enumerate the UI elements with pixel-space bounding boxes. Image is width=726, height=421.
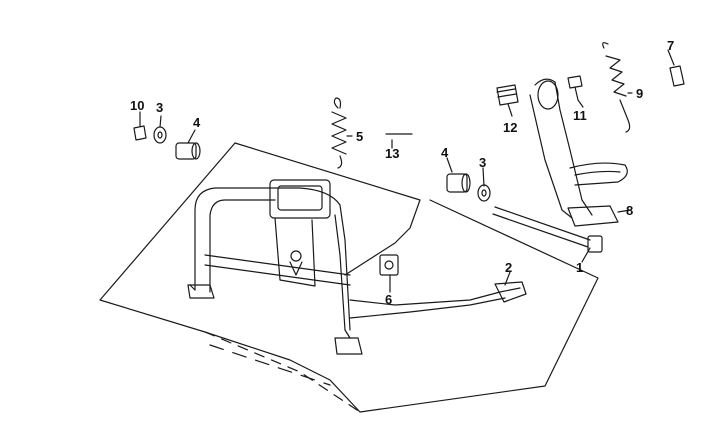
callout-4-left: 4 [193, 115, 201, 130]
callout-1: 1 [576, 260, 583, 275]
assembly-outline [99, 142, 599, 413]
pivot-bolt [492, 206, 603, 253]
callout-8: 8 [626, 203, 633, 218]
callout-2: 2 [505, 260, 512, 275]
callout-11: 11 [573, 108, 587, 123]
callout-9: 9 [636, 86, 643, 101]
callout-12: 12 [503, 120, 517, 135]
leader-lines [139, 49, 675, 293]
callout-3-right: 3 [479, 155, 486, 170]
side-stand [529, 78, 628, 227]
callout-13: 13 [385, 146, 399, 161]
callout-3-left: 3 [156, 100, 163, 115]
main-stand [187, 179, 527, 355]
callout-5: 5 [356, 129, 363, 144]
callout-10: 10 [130, 98, 144, 113]
springs [331, 42, 631, 169]
callout-6: 6 [385, 292, 392, 307]
callout-4-right: 4 [441, 145, 449, 160]
callout-7: 7 [667, 38, 674, 53]
callout-labels: 1 2 3 3 4 4 5 6 7 8 9 10 11 12 13 [130, 38, 674, 307]
small-parts [133, 65, 685, 276]
